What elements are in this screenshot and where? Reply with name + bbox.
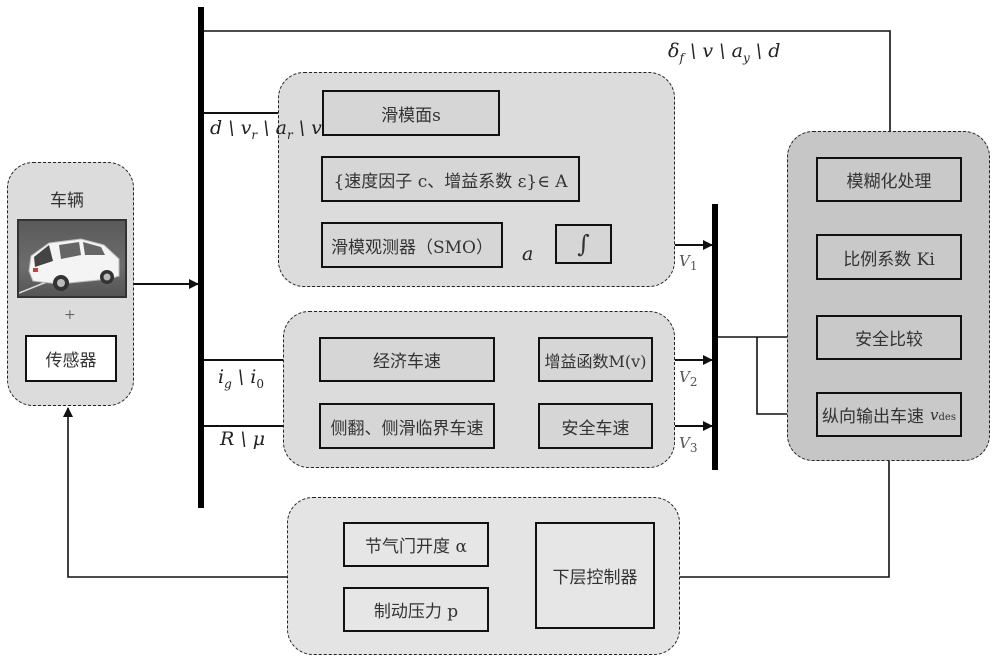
longitudinal-speed-label: 纵向输出车速: [822, 407, 925, 427]
smo-input-label: d \ vr \ ar \ v: [210, 117, 322, 142]
integrator-block[interactable]: ∫: [555, 224, 612, 264]
sliding-surface-block[interactable]: 滑模面s: [322, 90, 500, 136]
v2-label: V2: [679, 368, 698, 389]
car-image: [17, 219, 127, 298]
critical-speed-block[interactable]: 侧翻、侧滑临界车速: [319, 403, 495, 449]
econ-input-label: ig \ i0: [218, 366, 264, 391]
input-bus: [198, 7, 204, 508]
top-feed-wire: [204, 30, 895, 158]
car-icon: [19, 238, 120, 294]
economic-speed-block[interactable]: 经济车速: [319, 337, 495, 382]
params-block[interactable]: {速度因子 c、增益系数 ε}∈ A: [321, 156, 580, 202]
throttle-block[interactable]: 节气门开度 α: [343, 522, 489, 567]
acceleration-label: a: [522, 243, 534, 265]
v3-label: V3: [679, 434, 698, 455]
v-des-symbol: vdes: [930, 405, 956, 424]
sensor-block[interactable]: 传感器: [25, 335, 117, 382]
safety-compare-block[interactable]: 安全比较: [816, 315, 962, 360]
vehicle-title: 车辆: [50, 191, 84, 211]
brake-pressure-block[interactable]: 制动压力 p: [343, 587, 489, 632]
safe-speed-block[interactable]: 安全车速: [538, 403, 653, 449]
gain-function-block[interactable]: 增益函数M(v): [538, 337, 653, 382]
plus-sign: +: [64, 307, 76, 323]
output-to-controller-wire: [654, 437, 890, 582]
longitudinal-speed-block[interactable]: 纵向输出车速 vdes: [816, 392, 962, 437]
ratio-coefficient-block[interactable]: 比例系数 Ki: [816, 234, 962, 280]
speed-bus: [712, 204, 718, 470]
fuzzy-processing-block[interactable]: 模糊化处理: [816, 157, 962, 202]
top-feed-label: δf \ v \ ay \ d: [668, 40, 781, 65]
safe-input-label: R \ μ: [220, 428, 266, 450]
lower-controller-block[interactable]: 下层控制器: [535, 522, 655, 629]
feedback-wire: [63, 407, 309, 578]
smo-observer-block[interactable]: 滑模观测器（SMO）: [321, 222, 503, 268]
v1-label: V1: [679, 252, 698, 273]
